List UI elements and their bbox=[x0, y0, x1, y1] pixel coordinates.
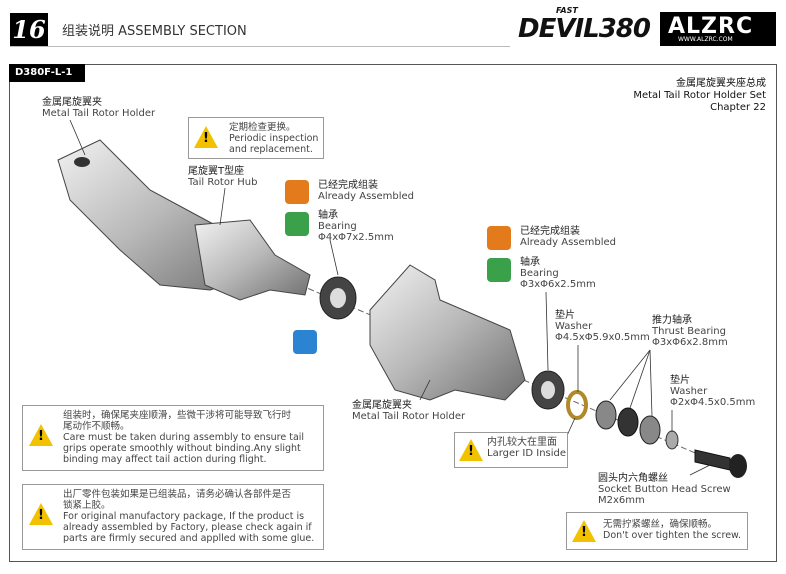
logo-url: WWW.ALZRC.COM bbox=[678, 36, 733, 43]
socket-screw bbox=[694, 449, 731, 471]
tail-rotor-holder-bottom bbox=[369, 264, 526, 401]
title-en: Metal Tail Rotor Holder Set bbox=[633, 90, 766, 101]
label-washer-1: 垫片 Washer Φ4.5xΦ5.9x0.5mm bbox=[555, 310, 650, 343]
thrust-race-1 bbox=[595, 400, 617, 430]
warning-icon: ! bbox=[194, 126, 218, 148]
socket-screw-head bbox=[729, 454, 747, 478]
brand-name: DEVIL380 bbox=[518, 14, 651, 44]
label-thrust-bearing: 推力轴承 Thrust Bearing Φ3xΦ6x2.8mm bbox=[652, 315, 728, 348]
warning-icon: ! bbox=[459, 439, 483, 461]
note-factory-package: ! 出厂零件包装如果是已组装品，请务必确认各部件是否 锁紧上胶。 For ori… bbox=[22, 484, 324, 550]
thrust-race-2 bbox=[639, 415, 661, 445]
oil-drop-icon-2 bbox=[487, 226, 511, 250]
washer-2x4-5 bbox=[665, 430, 679, 450]
part-code: D380F-L-1 bbox=[9, 64, 85, 82]
header: 16 组装说明 ASSEMBLY SECTION FAST DEVIL380 A… bbox=[0, 0, 786, 52]
grease-tube-icon bbox=[285, 212, 309, 236]
label-hub: 尾旋翼T型座 Tail Rotor Hub bbox=[188, 166, 258, 188]
oil-drop-icon bbox=[285, 180, 309, 204]
content-frame bbox=[9, 64, 777, 562]
warning-icon: ! bbox=[572, 520, 596, 542]
label-holder-top: 金属尾旋翼夹 Metal Tail Rotor Holder bbox=[42, 97, 156, 119]
section-title: 组装说明 ASSEMBLY SECTION bbox=[62, 24, 247, 39]
logo-text: ALZRC bbox=[668, 14, 754, 39]
label-assembled-1: 已经完成组装 Already Assembled bbox=[318, 180, 415, 202]
holder-hole bbox=[74, 157, 90, 167]
tail-rotor-hub bbox=[194, 219, 311, 301]
note-screw-tightness: ! 无需拧紧螺丝，确保顺畅。 Don't over tighten the sc… bbox=[566, 512, 748, 550]
bearing-3x6-bore bbox=[541, 381, 555, 399]
leader-lines bbox=[69, 119, 711, 476]
washer-4-5x5-9 bbox=[566, 390, 588, 420]
label-bearing-1: 轴承 Bearing Φ4xΦ7x2.5mm bbox=[318, 210, 394, 243]
title-cn: 金属尾旋翼夹座总成 bbox=[676, 78, 766, 89]
label-screw: 圆头内六角螺丝 Socket Button Head Screw M2x6mm bbox=[598, 473, 731, 506]
section-heading: 金属尾旋翼夹座总成 Metal Tail Rotor Holder Set Ch… bbox=[633, 78, 766, 114]
label-holder-bottom: 金属尾旋翼夹 Metal Tail Rotor Holder bbox=[352, 400, 466, 422]
warning-icon: ! bbox=[29, 424, 53, 446]
header-divider bbox=[10, 46, 510, 47]
label-washer-2: 垫片 Washer Φ2xΦ4.5x0.5mm bbox=[670, 375, 756, 408]
brand-fast: FAST bbox=[556, 6, 578, 15]
note-periodic-inspection: ! 定期检查更换。 Periodic inspection and replac… bbox=[188, 117, 324, 159]
label-assembled-2: 已经完成组装 Already Assembled bbox=[520, 226, 617, 248]
brand-logo: FAST DEVIL380 bbox=[518, 6, 651, 44]
page-number: 16 bbox=[10, 13, 48, 47]
thrust-cage bbox=[617, 407, 639, 437]
note-larger-id: ! 内孔较大在里面 Larger ID Inside bbox=[454, 432, 568, 468]
warning-icon: ! bbox=[29, 503, 53, 525]
grease-tube-icon-2 bbox=[487, 258, 511, 282]
threadlock-tube-icon bbox=[293, 330, 317, 354]
label-bearing-2: 轴承 Bearing Φ3xΦ6x2.5mm bbox=[520, 257, 596, 290]
title-chapter: Chapter 22 bbox=[710, 102, 766, 113]
alzrc-logo: ALZRC WWW.ALZRC.COM bbox=[660, 12, 776, 46]
bearing-4x7-bore bbox=[330, 288, 346, 308]
note-smooth-assembly: ! 组装时，确保尾夹座顺滑，些微干涉将可能导致飞行时 尾动作不顺畅。 Care … bbox=[22, 405, 324, 471]
